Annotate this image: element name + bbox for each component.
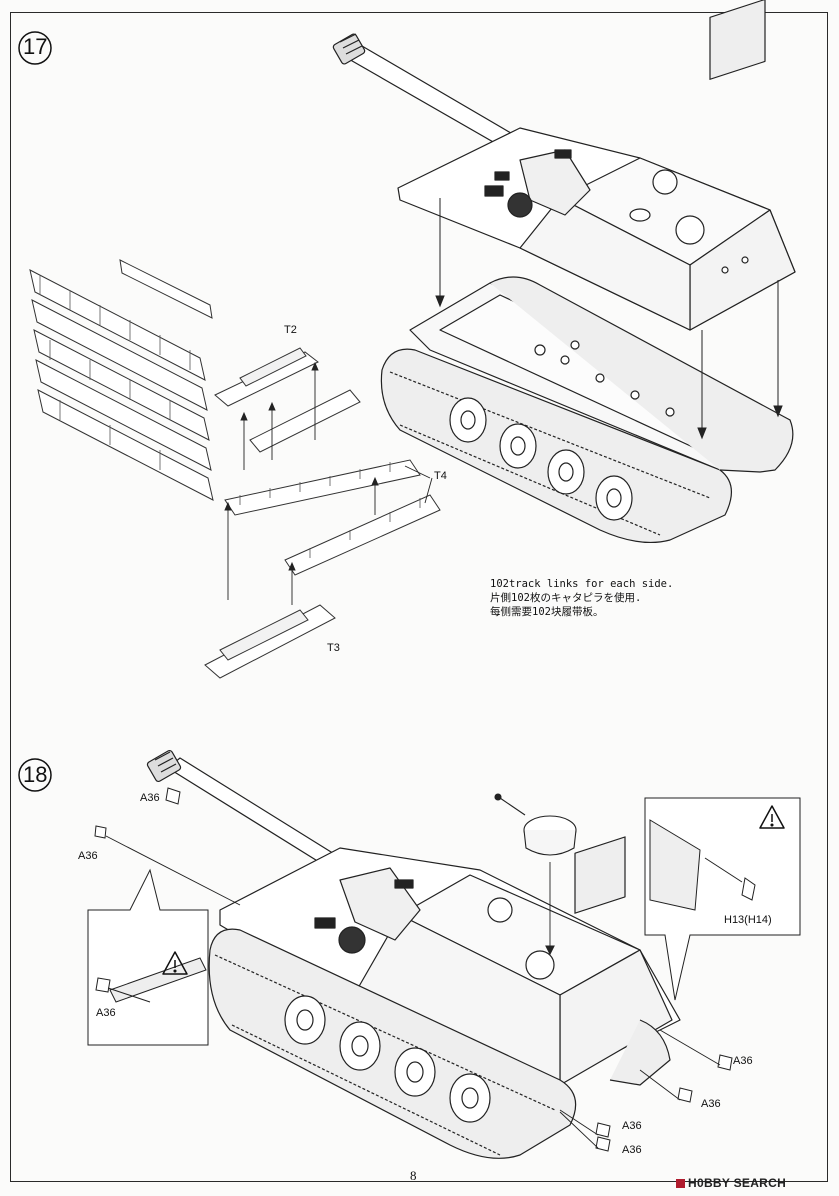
callout-a36-rear-4: A36 (622, 1144, 642, 1156)
watermark-text: H0BBY SEARCH (688, 1176, 787, 1190)
step-17-number: 17 (23, 34, 48, 59)
hull-assembly-arrows (435, 198, 783, 440)
track-exploded-parts (204, 347, 441, 679)
warning-triangle-icon (162, 805, 785, 975)
note-japanese: 片側102枚のキャタピラを使用. (490, 592, 642, 604)
note-english: 102track links for each side. (490, 578, 674, 590)
track-assembly-arrows (224, 361, 433, 605)
step-18-number: 18 (23, 762, 48, 787)
track-links-array (29, 259, 214, 501)
a36-leader-lines (105, 835, 721, 1149)
upper-hull-drawing (332, 0, 796, 331)
watermark-logo-icon (676, 1178, 685, 1188)
assembled-vehicle-drawing (146, 749, 681, 1159)
callout-t4: T4 (434, 470, 447, 482)
callout-a36-rear-1: A36 (733, 1055, 753, 1067)
hobby-search-watermark: H0BBY SEARCH (676, 1176, 786, 1190)
track-link-note: 102track links for each side. 片側102枚のキャタ… (490, 577, 673, 619)
step-18-illustration (18, 749, 801, 1159)
step-17-illustration (18, 0, 796, 679)
inset-left-detail (87, 868, 209, 1046)
callout-a36-barrel: A36 (140, 792, 160, 804)
lower-hull-drawing (380, 276, 794, 544)
cupola-part (494, 793, 577, 956)
step-17-circle (18, 31, 52, 65)
note-chinese: 每侧需要102块履带板。 (490, 606, 604, 618)
a36-parts (94, 787, 733, 1152)
inset-right-detail (644, 797, 801, 1001)
callout-a36-rear-2: A36 (701, 1098, 721, 1110)
step-18-circle (18, 758, 52, 792)
callout-a36-front: A36 (78, 850, 98, 862)
callout-t2: T2 (284, 324, 297, 336)
callout-a36-rear-3: A36 (622, 1120, 642, 1132)
callout-t3: T3 (327, 642, 340, 654)
callout-a36-inset: A36 (96, 1007, 116, 1019)
page-number: 8 (410, 1168, 417, 1183)
page-border (10, 12, 828, 1182)
callout-h13-h14: H13(H14) (724, 914, 772, 926)
